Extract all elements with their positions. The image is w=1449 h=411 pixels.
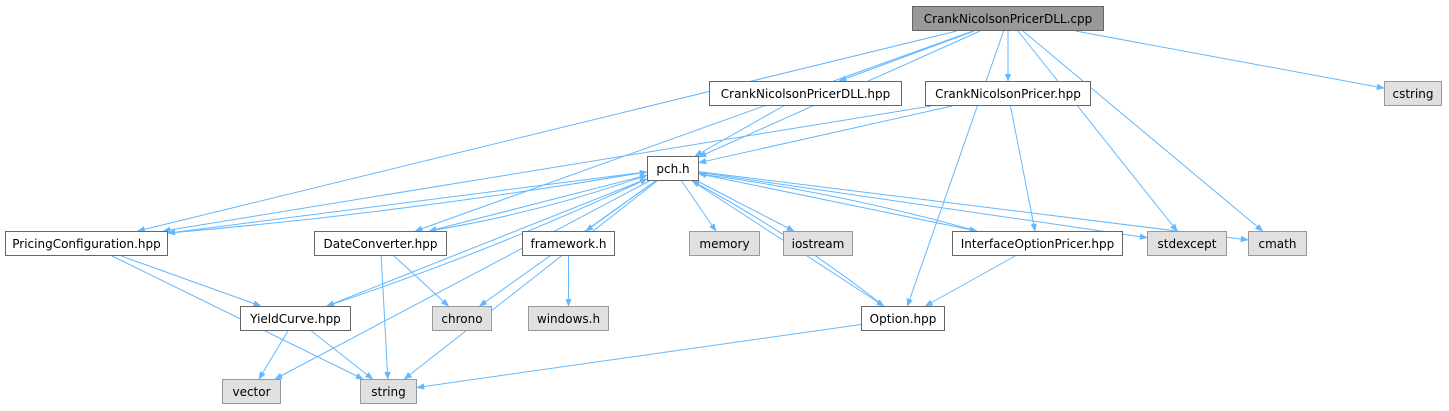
edge-pch-to-stdexcept — [698, 171, 1148, 240]
node-option-hpp[interactable]: Option.hpp — [861, 306, 945, 331]
edge-root-to-cmath — [1022, 30, 1264, 232]
node-interfaceoptionpricer-hpp[interactable]: InterfaceOptionPricer.hpp — [952, 231, 1123, 256]
edge-pch-to-vector — [274, 180, 650, 380]
node-framework-h[interactable]: framework.h — [522, 231, 615, 256]
edge-root-to-cnpdll_hpp — [838, 30, 975, 82]
edge-pch-to-dateconv — [428, 174, 648, 233]
edge-root-to-pricingconf — [136, 30, 957, 233]
edge-pch-to-pricingconf — [167, 171, 648, 236]
edge-pricingconf-to-string — [111, 255, 364, 380]
edge-dateconv-to-string — [380, 255, 391, 380]
edge-pch-to-iop — [698, 173, 978, 233]
edge-cnp_hpp-to-pricingconf — [162, 105, 932, 234]
node-cranknicolsonpricerdll-cpp[interactable]: CrankNicolsonPricerDLL.cpp — [912, 6, 1104, 31]
node-cranknicolsonpricer-hpp[interactable]: CrankNicolsonPricer.hpp — [925, 81, 1091, 106]
edge-yieldcurve-to-pch — [326, 178, 648, 307]
edge-pch-to-iostream — [696, 180, 795, 232]
node-pch-h[interactable]: pch.h — [647, 156, 699, 181]
edge-dateconv-to-chrono — [393, 255, 450, 307]
edge-layer — [111, 30, 1385, 390]
edge-root-to-dateconv — [414, 30, 974, 232]
node-yieldcurve-hpp[interactable]: YieldCurve.hpp — [240, 306, 351, 331]
node-chrono[interactable]: chrono — [432, 306, 492, 331]
node-stdexcept[interactable]: stdexcept — [1147, 231, 1227, 256]
edge-cnpdll_hpp-to-pch — [694, 105, 784, 157]
node-dateconverter-hpp[interactable]: DateConverter.hpp — [314, 231, 447, 256]
edge-option-to-string — [416, 323, 862, 390]
edge-cnp_hpp-to-pch — [698, 105, 953, 165]
node-cmath[interactable]: cmath — [1248, 231, 1307, 256]
edge-pch-to-yieldcurve — [326, 178, 648, 307]
edge-pricingconf-to-yieldcurve — [121, 255, 262, 307]
node-string[interactable]: string — [360, 379, 417, 404]
edge-cnp_hpp-to-iop — [1009, 105, 1037, 232]
edge-pch-to-cmath — [698, 171, 1249, 243]
edge-dateconv-to-pch — [429, 174, 648, 232]
edge-root-to-stdexcept — [1017, 30, 1178, 232]
node-windows-h[interactable]: windows.h — [528, 306, 609, 331]
node-pricingconfiguration-hpp[interactable]: PricingConfiguration.hpp — [5, 231, 168, 256]
node-cstring[interactable]: cstring — [1384, 81, 1442, 106]
edge-root-to-option — [906, 30, 1005, 307]
edge-iop-to-option — [924, 255, 1016, 307]
edge-pch-to-memory — [681, 180, 717, 232]
node-iostream[interactable]: iostream — [783, 231, 853, 256]
edge-yieldcurve-to-string — [311, 330, 374, 380]
edge-iop-to-pch — [698, 171, 977, 232]
node-memory[interactable]: memory — [689, 231, 760, 256]
edge-pch-to-string — [403, 180, 658, 380]
node-cranknicolsonpricerdll-hpp[interactable]: CrankNicolsonPricerDLL.hpp — [709, 81, 902, 106]
edge-yieldcurve-to-vector — [258, 330, 289, 380]
edge-pricingconf-to-pch — [167, 169, 648, 234]
edge-root-to-cstring — [1075, 30, 1385, 90]
node-vector[interactable]: vector — [222, 379, 281, 404]
